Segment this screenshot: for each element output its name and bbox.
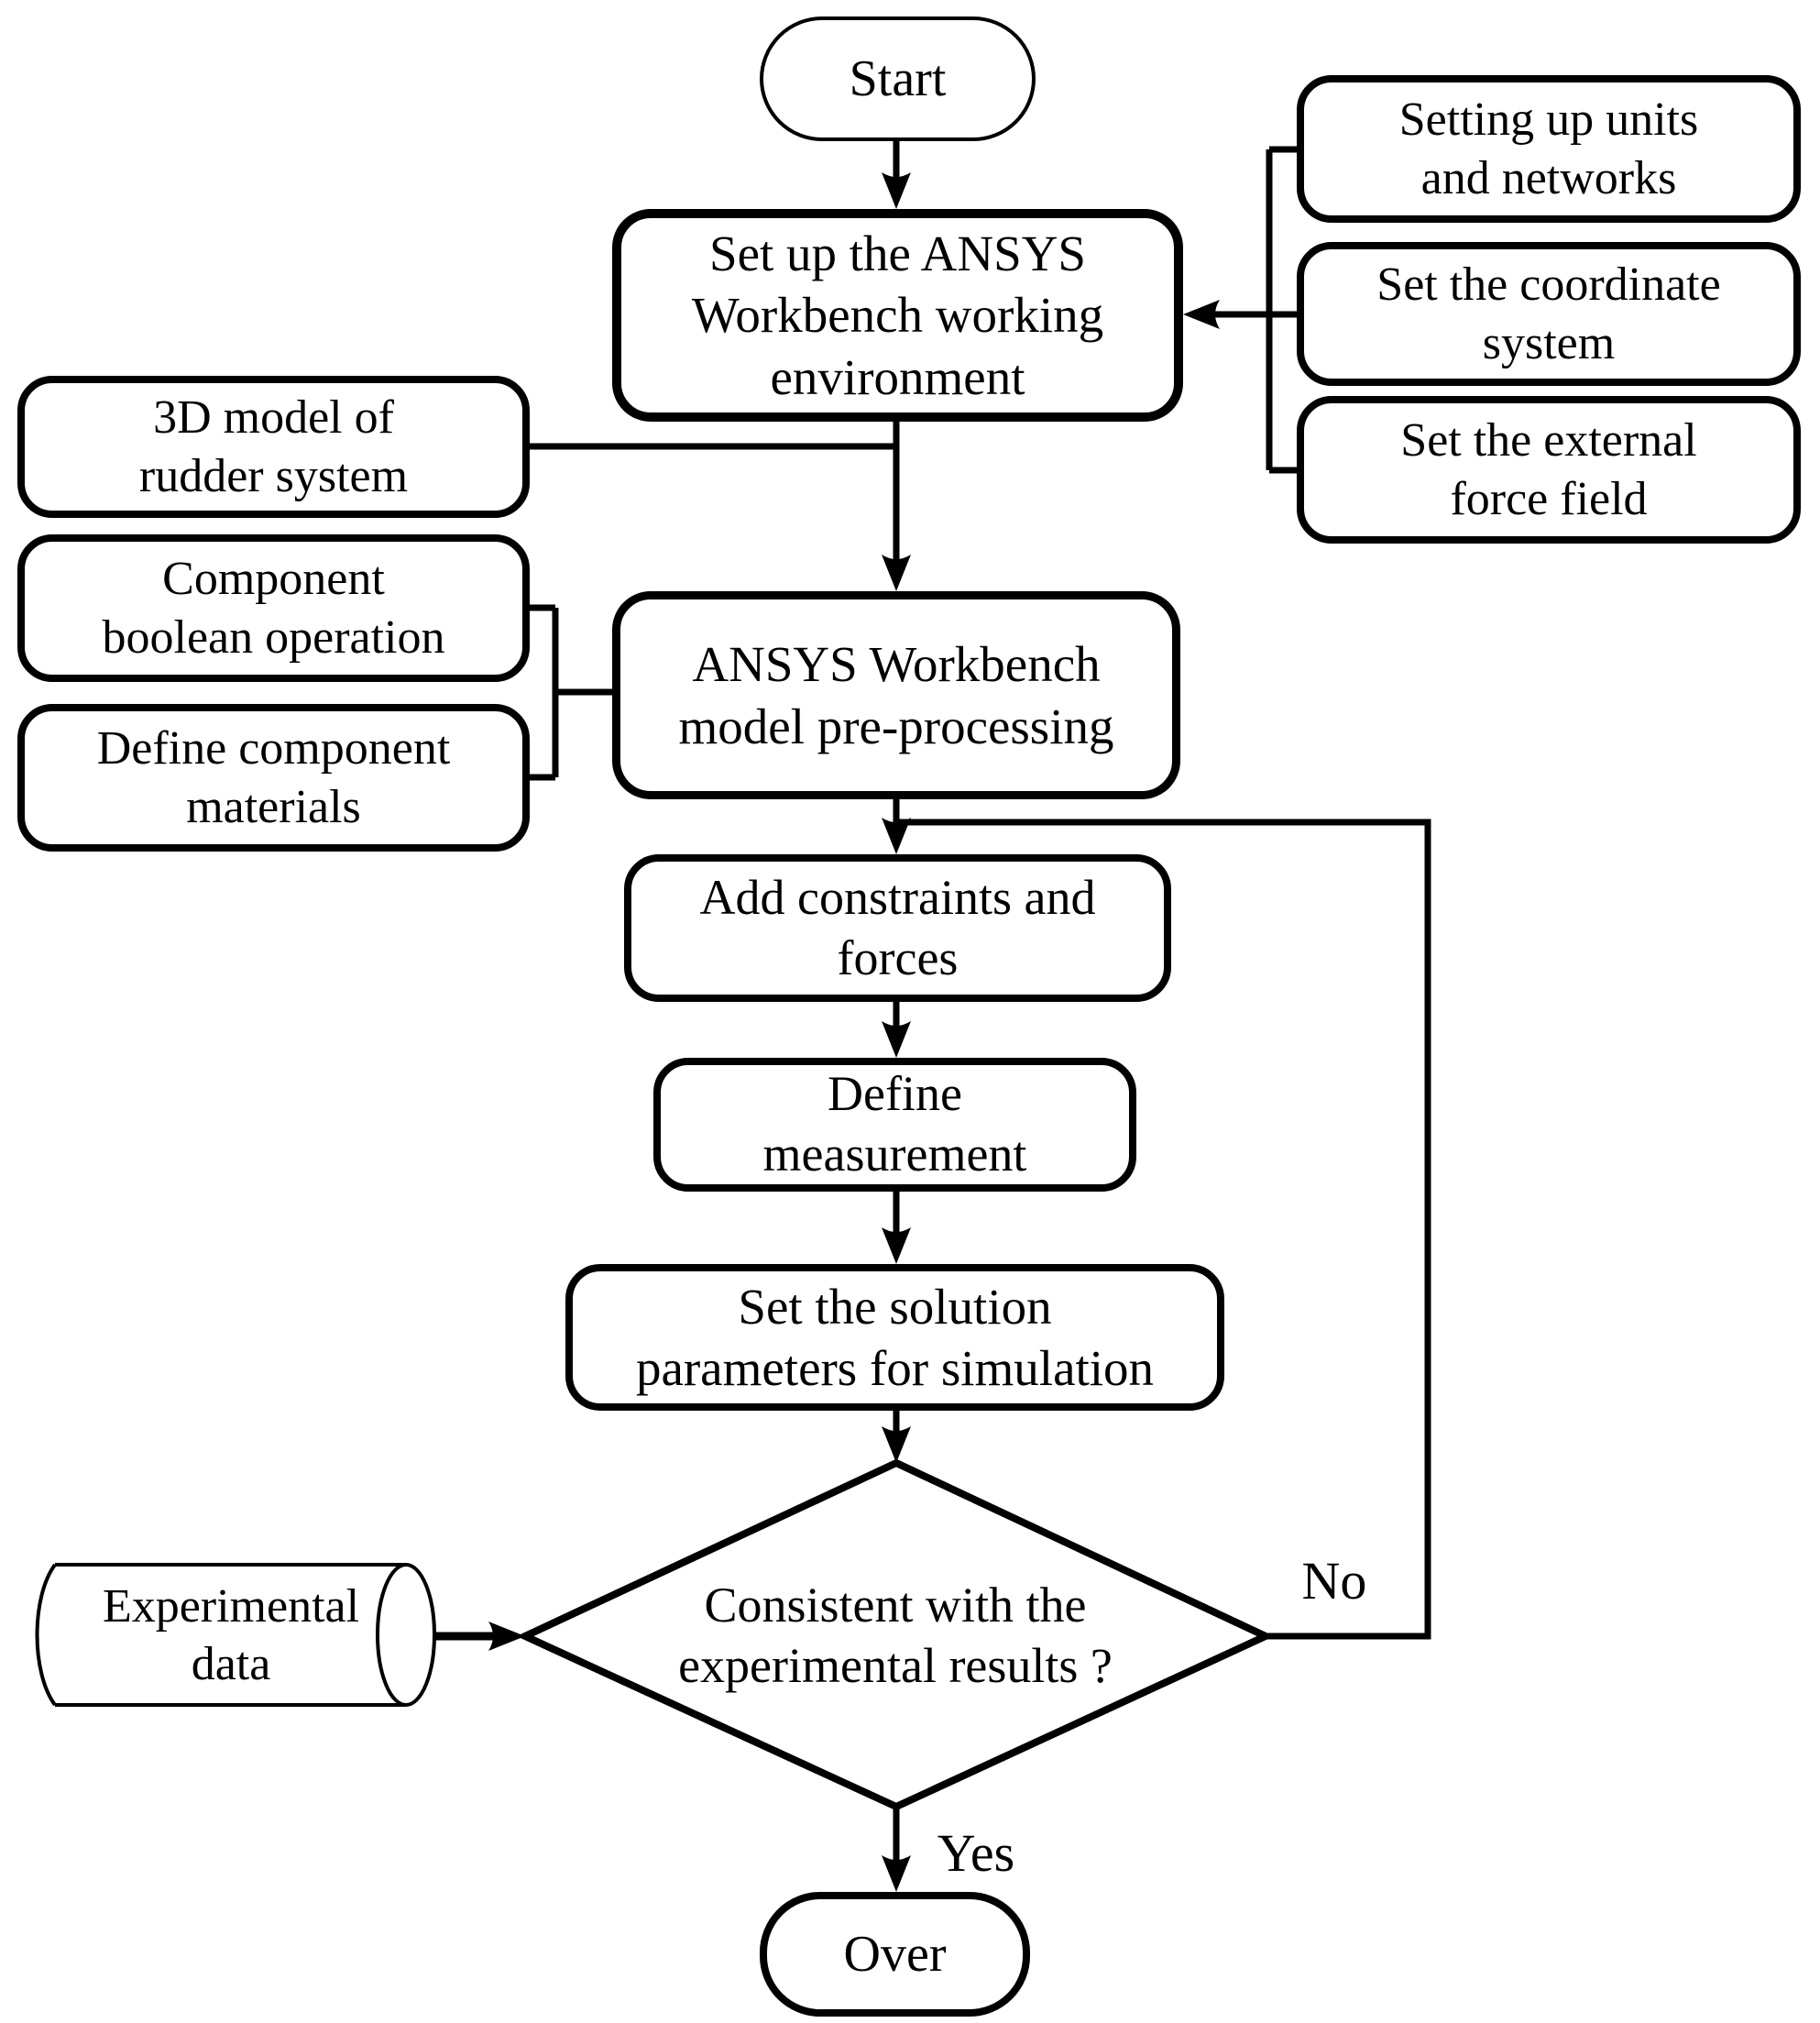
stored-data-cylinder-shape bbox=[35, 1563, 436, 1707]
arrowhead-into-setup bbox=[882, 172, 911, 209]
node-setup-environment: Set up the ANSYS Workbench working envir… bbox=[612, 209, 1183, 422]
node-units-networks: Setting up units and networks bbox=[1297, 75, 1801, 223]
node-add-constraints: Add constraints and forces bbox=[624, 854, 1171, 1002]
decision-diamond-shape bbox=[516, 1458, 1275, 1811]
edge-label-no: No bbox=[1301, 1550, 1367, 1611]
node-solution-parameters: Set the solution parameters for simulati… bbox=[565, 1264, 1224, 1411]
node-external-force-field: Set the external force field bbox=[1297, 396, 1801, 544]
edge-no-feedback bbox=[896, 819, 1431, 1640]
node-decision-label: Consistent with the experimental results… bbox=[678, 1578, 1113, 1693]
node-define-measurement: Define measurement bbox=[653, 1058, 1136, 1192]
arrowhead-into-preproc bbox=[882, 555, 911, 591]
node-experimental-data-label: Experimental data bbox=[102, 1579, 360, 1690]
edge-settings-bracket bbox=[1212, 146, 1297, 474]
node-coordinate-system: Set the coordinate system bbox=[1297, 242, 1801, 386]
arrowhead-into-decision-left bbox=[488, 1622, 525, 1651]
edge-label-yes: Yes bbox=[937, 1822, 1015, 1883]
arrowhead-into-solparams bbox=[882, 1227, 911, 1264]
node-over: Over bbox=[760, 1892, 1030, 2017]
connector-lines bbox=[433, 141, 1431, 1866]
arrowheads bbox=[488, 172, 1220, 1892]
node-define-materials: Define component materials bbox=[17, 704, 530, 852]
arrowhead-into-decision bbox=[882, 1426, 911, 1463]
arrowhead-into-defmeas bbox=[882, 1021, 911, 1058]
node-start: Start bbox=[760, 16, 1036, 141]
node-3d-model: 3D model of rudder system bbox=[17, 376, 530, 518]
arrowhead-into-addcon bbox=[882, 818, 911, 854]
arrowhead-into-over bbox=[882, 1855, 911, 1892]
edge-prep-bracket bbox=[530, 604, 612, 781]
arrowhead-into-setup-right bbox=[1183, 300, 1220, 329]
node-boolean-operation: Component boolean operation bbox=[17, 534, 530, 682]
node-pre-processing: ANSYS Workbench model pre-processing bbox=[612, 591, 1180, 799]
